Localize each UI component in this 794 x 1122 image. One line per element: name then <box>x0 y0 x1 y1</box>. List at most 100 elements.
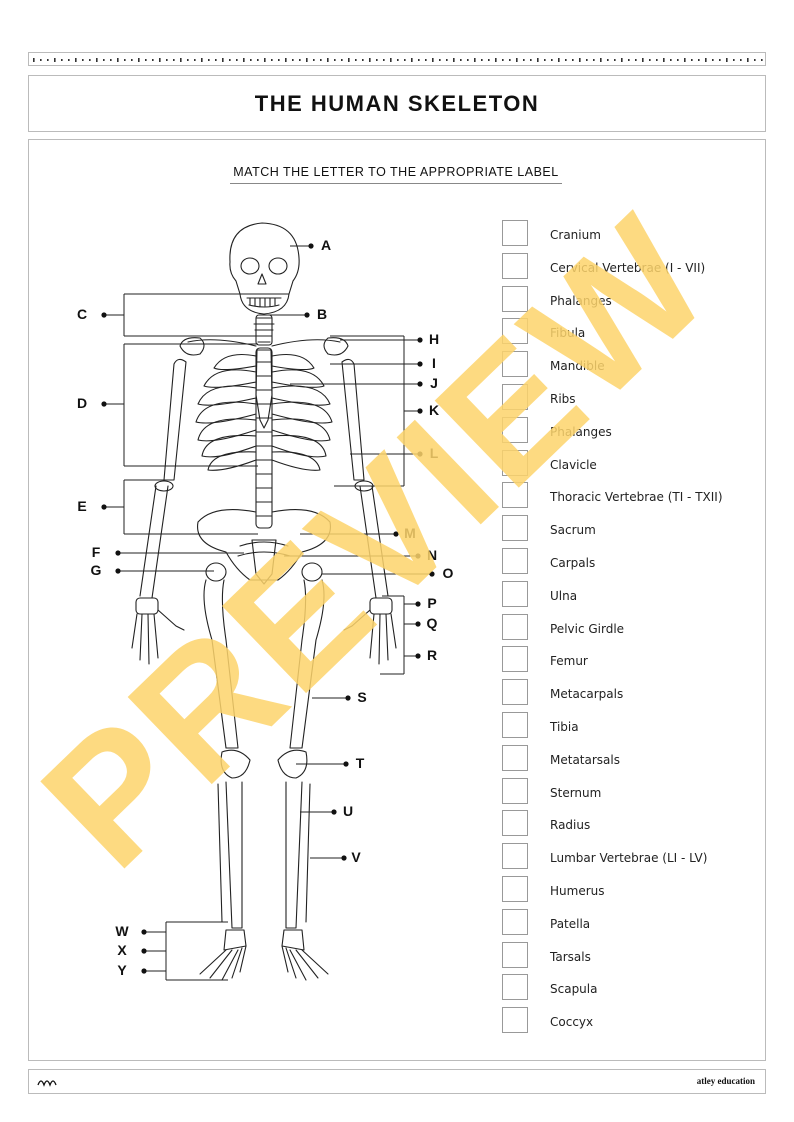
page-title: THE HUMAN SKELETON <box>254 91 540 116</box>
bone-label: Tarsals <box>550 949 591 964</box>
ribcage <box>195 353 333 471</box>
answer-row: Ribs <box>502 384 732 410</box>
answer-box[interactable] <box>502 613 528 640</box>
answer-box[interactable] <box>502 548 528 574</box>
ulna-left <box>151 485 169 599</box>
letter-label-k: K <box>428 402 440 418</box>
answer-box[interactable] <box>502 744 528 771</box>
callout-dot-q <box>415 621 421 627</box>
bone-label: Metacarpals <box>550 687 624 702</box>
callout-dot-w <box>141 929 147 935</box>
letter-label-a: A <box>320 237 332 253</box>
skull-cranium <box>229 222 300 295</box>
letter-label-w: W <box>115 923 129 939</box>
answer-row: Tarsals <box>502 941 732 968</box>
letter-label-l: L <box>429 445 439 461</box>
ulna-right <box>359 485 377 599</box>
answer-box[interactable] <box>502 777 528 804</box>
radius-right <box>371 485 389 597</box>
bone-label: Clavicle <box>550 457 597 472</box>
callout-dot-r <box>415 653 421 659</box>
letter-label-e: E <box>77 498 87 514</box>
answer-box[interactable] <box>502 876 528 902</box>
answer-box[interactable] <box>502 351 528 378</box>
answer-box[interactable] <box>502 974 528 1001</box>
dotted-pattern <box>33 58 763 62</box>
answer-row: Carpals <box>502 548 732 574</box>
radius-left <box>139 485 157 597</box>
bone-label: Metatarsals <box>550 752 620 767</box>
answer-box[interactable] <box>502 1007 528 1034</box>
humerus-right <box>341 358 365 481</box>
clavicle-right <box>271 339 341 347</box>
hand-left <box>131 597 185 665</box>
answer-row: Sacrum <box>502 515 732 542</box>
teeth <box>246 297 282 308</box>
footer: atley education <box>28 1069 766 1094</box>
bone-label: Humerus <box>550 884 605 898</box>
humerus-left <box>163 358 187 481</box>
mandible <box>239 293 290 315</box>
callout-dot-y <box>141 968 147 974</box>
bone-label: Ribs <box>550 392 576 406</box>
fibula-left <box>217 783 223 923</box>
callout-dot-k <box>417 408 423 414</box>
callout-line-c <box>104 293 258 337</box>
cervical-vertebrae <box>253 317 275 343</box>
answer-row: Cervical Vertebrae (I - VII) <box>502 252 732 279</box>
femur-head-left <box>205 562 227 582</box>
callout-dot-a <box>308 243 314 249</box>
letter-label-t: T <box>355 755 365 771</box>
letter-label-q: Q <box>426 615 438 631</box>
answer-box[interactable] <box>502 515 528 542</box>
answer-box[interactable] <box>502 843 528 870</box>
answer-box[interactable] <box>502 384 528 410</box>
bone-label: Pelvic Girdle <box>550 621 625 636</box>
femur-right <box>289 579 325 749</box>
letter-label-s: S <box>357 689 367 705</box>
answer-row: Lumbar Vertebrae (LI - LV) <box>502 843 732 870</box>
bone-label: Lumbar Vertebrae (LI - LV) <box>550 851 708 866</box>
pelvic-girdle <box>197 509 331 581</box>
answer-box[interactable] <box>502 679 528 706</box>
tibia-left <box>225 781 243 929</box>
answer-box[interactable] <box>502 646 528 673</box>
answer-box[interactable] <box>502 220 528 246</box>
answer-box[interactable] <box>502 941 528 968</box>
letter-label-r: R <box>426 647 438 663</box>
answer-box[interactable] <box>502 285 528 312</box>
answer-box[interactable] <box>502 712 528 738</box>
instruction-heading: MATCH THE LETTER TO THE APPROPRIATE LABE… <box>230 165 562 184</box>
letter-label-i: I <box>432 355 436 371</box>
bone-label: Carpals <box>550 556 596 570</box>
foot-right <box>281 929 329 981</box>
callout-dot-e <box>101 504 107 510</box>
callout-dot-d <box>101 401 107 407</box>
callout-dot-p <box>415 601 421 607</box>
answer-box[interactable] <box>502 252 528 279</box>
callout-dot-m <box>393 531 399 537</box>
answer-box[interactable] <box>502 449 528 476</box>
callout-dot-l <box>417 451 423 457</box>
letter-label-b: B <box>316 306 328 322</box>
answer-row: Tibia <box>502 712 732 738</box>
answer-row: Ulna <box>502 580 732 607</box>
eye-socket-left <box>240 257 260 275</box>
brand-name: atley education <box>696 1076 755 1086</box>
letter-label-h: H <box>428 331 440 347</box>
bone-label: Cranium <box>550 228 601 242</box>
answer-box[interactable] <box>502 416 528 443</box>
shoulder-left <box>179 337 205 356</box>
answer-box[interactable] <box>502 810 528 837</box>
answer-box[interactable] <box>502 580 528 607</box>
sacrum <box>251 539 277 585</box>
bone-label: Femur <box>550 654 588 669</box>
answer-box[interactable] <box>502 482 528 509</box>
answer-box[interactable] <box>502 908 528 935</box>
bone-label: Scapula <box>550 982 598 997</box>
answer-box[interactable] <box>502 318 528 345</box>
callout-dot-n <box>415 553 421 559</box>
answer-row: Metatarsals <box>502 744 732 771</box>
title-box: THE HUMAN SKELETON <box>28 75 766 132</box>
